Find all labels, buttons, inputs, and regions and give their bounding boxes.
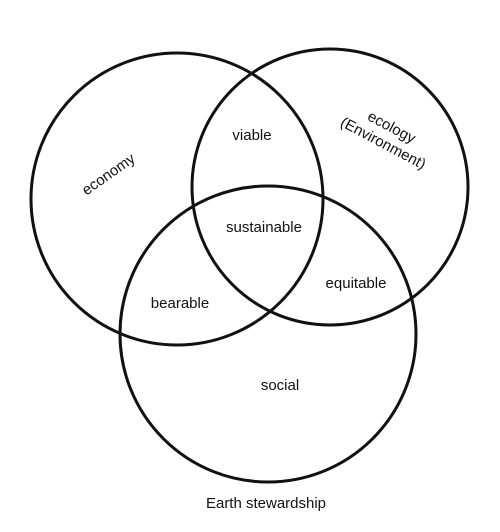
economy-label: economy [79,150,139,199]
social-circle [118,184,418,484]
equitable-label: equitable [326,275,387,292]
diagram-caption: Earth stewardship [206,495,326,512]
social-label: social [261,377,299,394]
sustainable-label: sustainable [226,219,302,236]
ecology-label: ecology (Environment) [337,108,428,173]
ecology-circle [190,47,470,327]
viable-label: viable [232,127,271,144]
economy-circle [29,51,325,347]
bearable-label: bearable [151,295,209,312]
